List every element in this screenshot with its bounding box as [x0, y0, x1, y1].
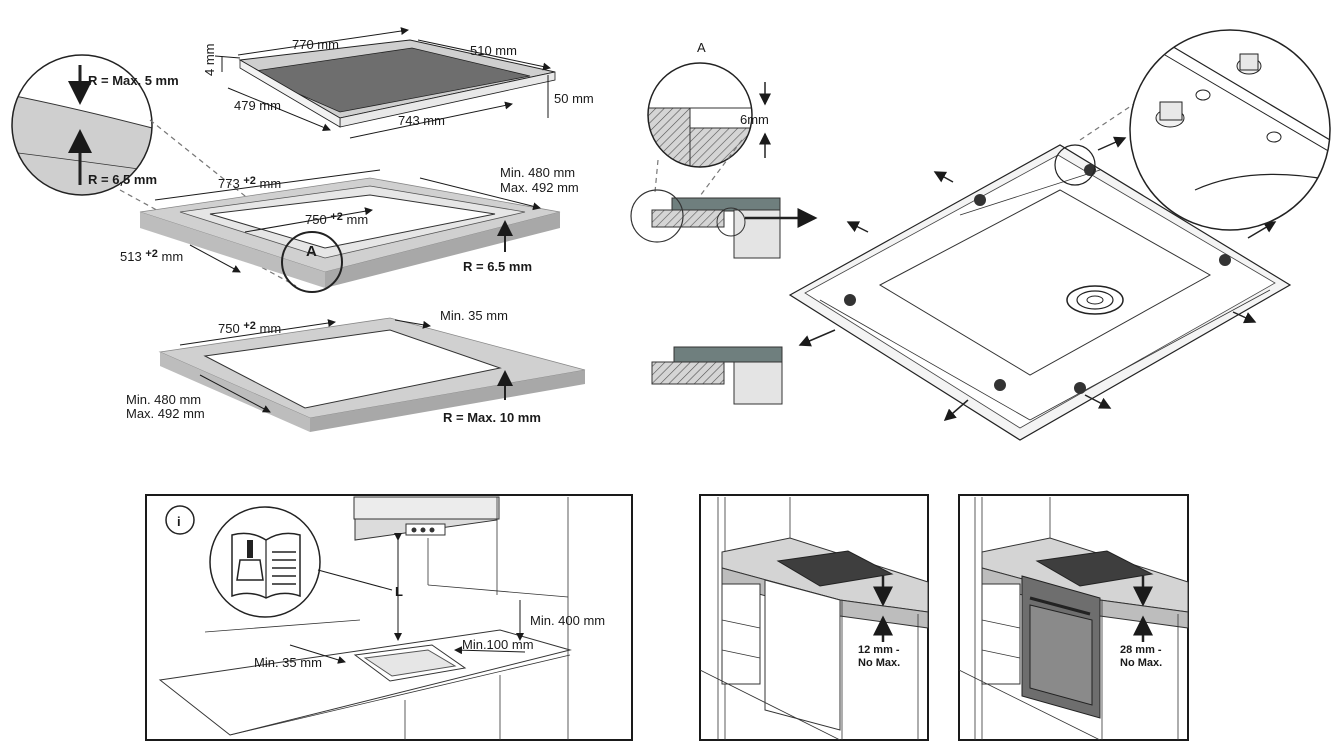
cutout-flush-max-depth: Max. 492 mm	[500, 180, 579, 195]
min-side-label: Min.100 mm	[462, 637, 534, 652]
cutout-flush-depth: 513 +2 mm	[120, 245, 183, 264]
info-icon: i	[177, 514, 181, 529]
cutout-standard-radius: R = Max. 10 mm	[443, 410, 541, 425]
radius-max-label: R = Max. 5 mm	[88, 73, 179, 88]
hob-thickness-label: 4 mm	[202, 44, 217, 77]
hob-width-top-label: 770 mm	[292, 37, 339, 52]
hob-width-bottom-label: 743 mm	[398, 113, 445, 128]
cutout-flush-width: 773 +2 mm	[218, 172, 281, 191]
cutout-standard-min-depth: Min. 480 mm	[126, 392, 201, 407]
cutout-flush-min-depth: Min. 480 mm	[500, 165, 575, 180]
cutout-flush-drawing	[139, 169, 561, 293]
radius-min-label: R = 6,5 mm	[88, 172, 157, 187]
clearance-right-label-1: 28 mm -	[1120, 644, 1162, 656]
detail-a-circle	[647, 62, 771, 197]
hob-underside-drawing	[788, 99, 1292, 441]
cutout-flush-inner-width: 750 +2 mm	[305, 208, 368, 227]
cutout-standard-width: 750 +2 mm	[218, 317, 281, 336]
detail-a-marker: A	[306, 243, 317, 260]
cutout-standard-drawing	[158, 317, 586, 432]
hob-depth-top-label: 510 mm	[470, 43, 517, 58]
hood-distance-label: L	[395, 584, 403, 599]
hob-drawing	[214, 27, 556, 139]
clearance-right-drawing	[958, 497, 1189, 741]
clearance-left-drawing	[699, 497, 929, 741]
cutout-standard-max-depth: Max. 492 mm	[126, 406, 205, 421]
detail-a-section-top	[630, 189, 818, 259]
hob-height-label: 50 mm	[554, 91, 594, 106]
screw-detail-circle	[1129, 29, 1331, 231]
min-wall-height-label: Min. 400 mm	[530, 613, 605, 628]
cutout-standard-min-margin: Min. 35 mm	[440, 308, 508, 323]
hob-depth-bottom-label: 479 mm	[234, 98, 281, 113]
detail-a-title: A	[697, 40, 706, 55]
min-back-label: Min. 35 mm	[254, 655, 322, 670]
detail-a-section-bottom	[651, 346, 783, 405]
installation-drawing	[158, 496, 572, 740]
clearance-left-label-2: No Max.	[858, 657, 900, 669]
radius-detail-circle	[11, 54, 301, 287]
detail-a-recess-label: 6mm	[740, 112, 769, 127]
clearance-right-label-2: No Max.	[1120, 657, 1162, 669]
clearance-left-label-1: 12 mm -	[858, 644, 900, 656]
cutout-flush-radius: R = 6.5 mm	[463, 259, 532, 274]
